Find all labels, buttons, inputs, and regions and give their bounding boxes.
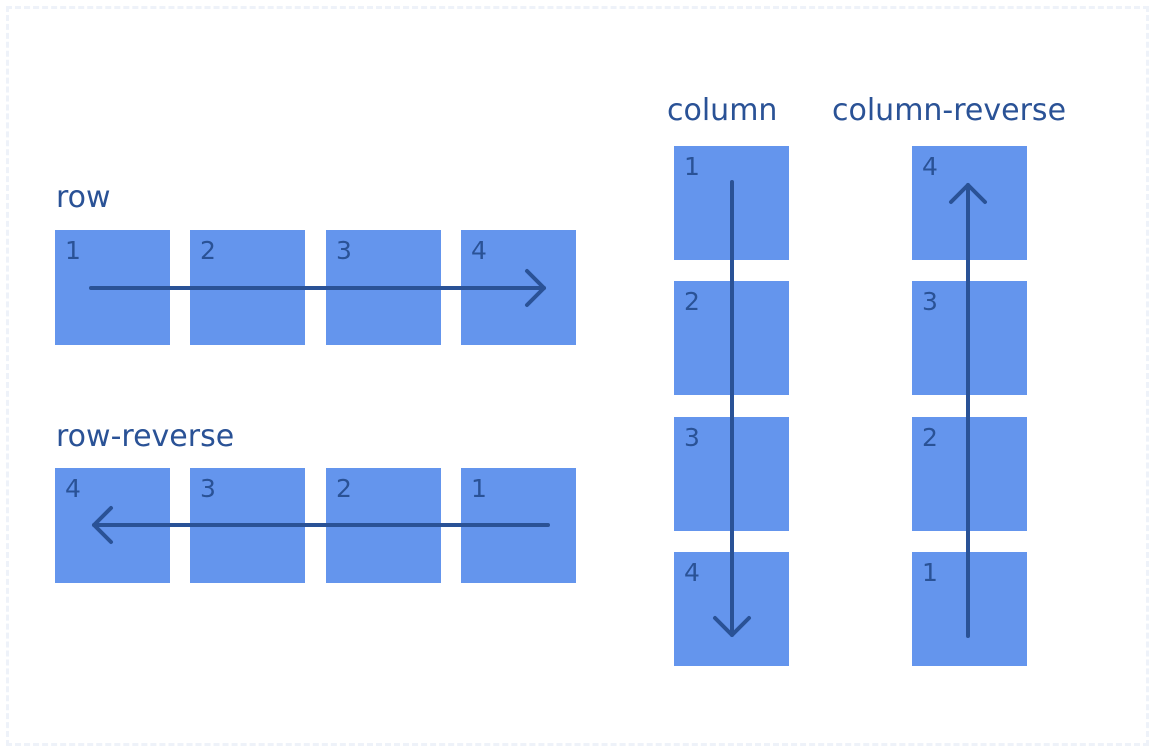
column-item-number: 2 [684,287,700,316]
diagram-frame [6,6,1149,746]
column-reverse-label: column-reverse [832,93,1067,128]
column-item-number: 4 [684,558,700,587]
row-label: row [56,180,111,215]
column-reverse-item: 3 [912,281,1027,395]
column-item-number: 1 [684,152,700,181]
row-reverse-item: 2 [326,468,441,583]
column-reverse-item: 1 [912,552,1027,666]
column-item: 1 [674,146,789,260]
column-item: 2 [674,281,789,395]
row-reverse-item-number: 4 [65,474,81,503]
row-item-number: 3 [336,236,352,265]
column-reverse-item: 4 [912,146,1027,260]
row-item: 2 [190,230,305,345]
row-item-number: 2 [200,236,216,265]
row-reverse-item: 4 [55,468,170,583]
column-reverse-item: 2 [912,417,1027,531]
column-reverse-item-number: 3 [922,287,938,316]
row-item: 4 [461,230,576,345]
column-item: 4 [674,552,789,666]
column-reverse-item-number: 2 [922,423,938,452]
row-reverse-item-number: 2 [336,474,352,503]
row-reverse-item: 3 [190,468,305,583]
row-item: 3 [326,230,441,345]
row-item-number: 4 [471,236,487,265]
column-label: column [667,93,778,128]
row-reverse-label: row-reverse [56,419,235,454]
row-reverse-item-number: 1 [471,474,487,503]
column-item-number: 3 [684,423,700,452]
row-reverse-item: 1 [461,468,576,583]
column-item: 3 [674,417,789,531]
column-reverse-item-number: 1 [922,558,938,587]
column-reverse-item-number: 4 [922,152,938,181]
row-item: 1 [55,230,170,345]
row-item-number: 1 [65,236,81,265]
row-reverse-item-number: 3 [200,474,216,503]
